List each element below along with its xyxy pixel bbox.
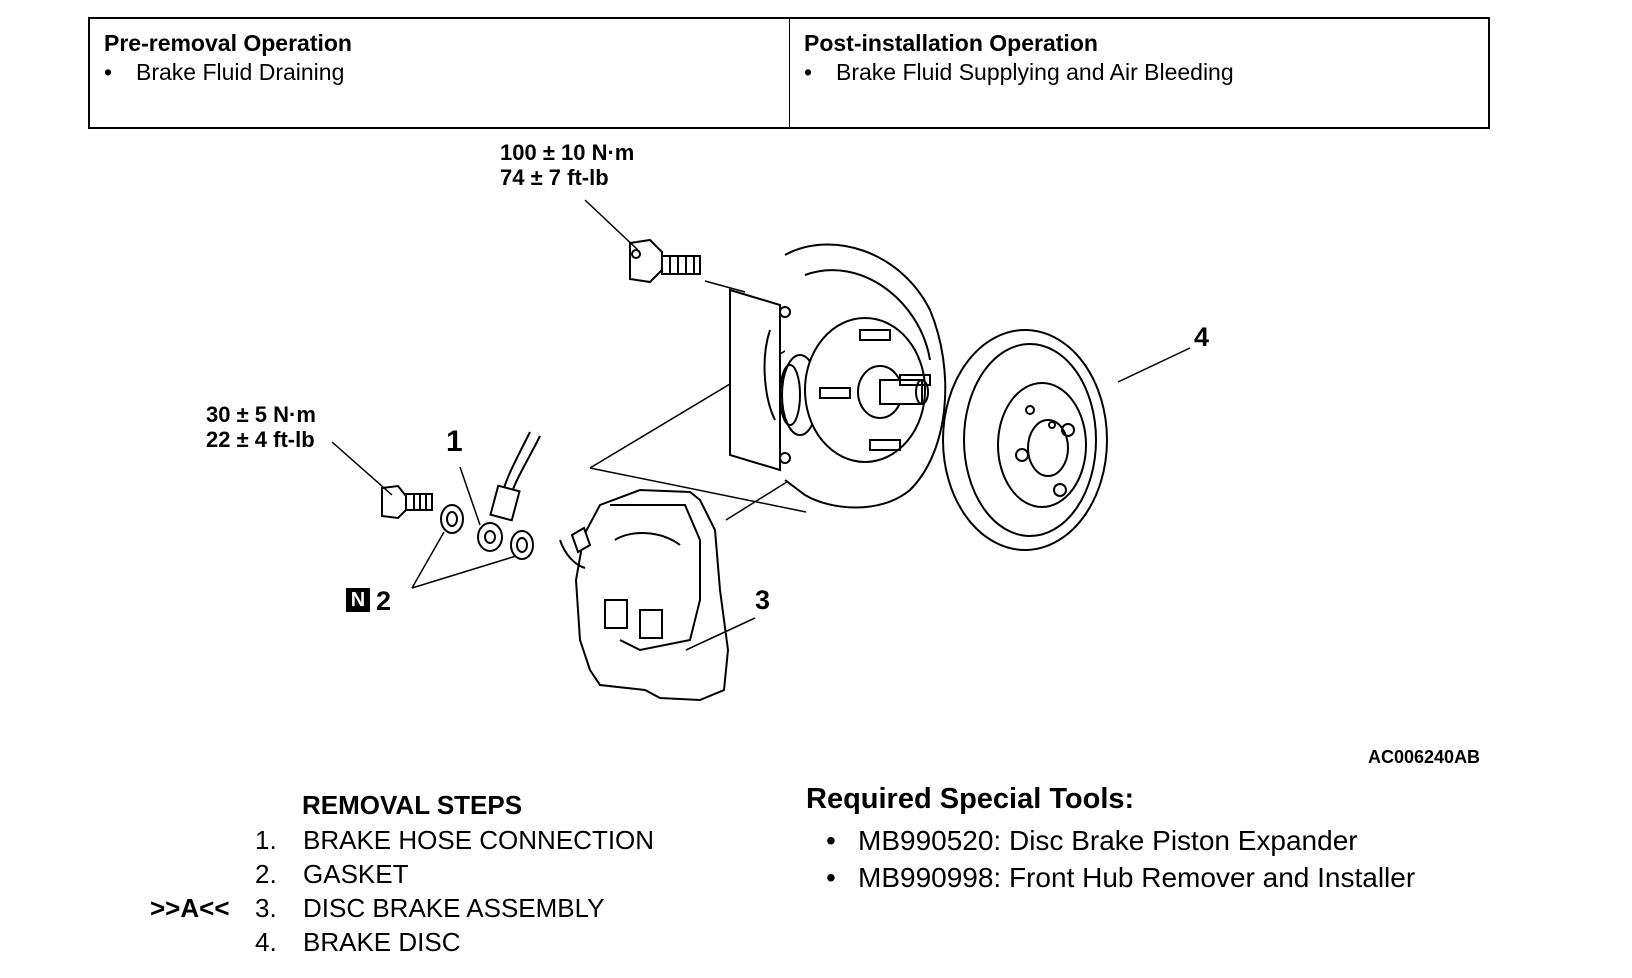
- operations-table: Pre-removal Operation • Brake Fluid Drain…: [88, 17, 1490, 129]
- banjo-bolt-drawing: [381, 484, 433, 520]
- brake-hose-drawing: [477, 431, 541, 552]
- removal-step: 4. BRAKE DISC: [150, 927, 461, 957]
- callout-1: 1: [446, 425, 463, 458]
- removal-step: 1. BRAKE HOSE CONNECTION: [150, 825, 654, 855]
- removal-steps-title: REMOVAL STEPS: [302, 790, 523, 820]
- post-installation-item: • Brake Fluid Supplying and Air Bleeding: [804, 57, 1488, 87]
- post-installation-item-text: Brake Fluid Supplying and Air Bleeding: [836, 59, 1234, 85]
- upper-torque-imperial: 74 ± 7 ft-lb: [500, 165, 609, 190]
- lower-torque-imperial: 22 ± 4 ft-lb: [206, 427, 315, 452]
- post-installation-column: Post-installation Operation • Brake Fluid…: [790, 19, 1488, 127]
- callout-3: 3: [755, 585, 771, 615]
- step-number: 2.: [255, 859, 277, 889]
- brake-disc-drawing: [942, 329, 1108, 551]
- step-label: DISC BRAKE ASSEMBLY: [303, 893, 605, 923]
- step-marker: >>A<<: [150, 893, 230, 923]
- special-tool-item: • MB990520: Disc Brake Piston Expander: [826, 824, 1358, 858]
- upper-torque-label: 100 ± 10 N·m 74 ± 7 ft-lb: [500, 140, 634, 190]
- pre-removal-column: Pre-removal Operation • Brake Fluid Drain…: [90, 19, 790, 127]
- figure-code: AC006240AB: [1368, 747, 1481, 767]
- step-label: GASKET: [303, 859, 409, 889]
- special-tool-item: • MB990998: Front Hub Remover and Install…: [826, 861, 1415, 895]
- step-label: BRAKE DISC: [303, 927, 461, 957]
- hub-drawing: [804, 317, 931, 463]
- step-label: BRAKE HOSE CONNECTION: [303, 825, 655, 855]
- lower-torque-label: 30 ± 5 N·m 22 ± 4 ft-lb: [206, 402, 316, 452]
- gasket-drawing: [440, 504, 464, 534]
- caliper-drawing: [559, 488, 730, 702]
- step-number: 1.: [255, 825, 277, 855]
- callout-4: 4: [1194, 322, 1210, 352]
- pre-removal-heading: Pre-removal Operation: [104, 30, 352, 56]
- lower-torque-metric: 30 ± 5 N·m: [206, 402, 316, 427]
- bullet-icon: •: [826, 825, 836, 856]
- n-badge: N: [346, 588, 370, 612]
- diagram-drawing: [331, 199, 1191, 702]
- gasket-drawing: [510, 530, 534, 560]
- bullet-icon: •: [104, 59, 113, 85]
- bullet-icon: •: [804, 59, 813, 85]
- removal-step: >>A<< 3. DISC BRAKE ASSEMBLY: [150, 893, 605, 923]
- post-installation-heading: Post-installation Operation: [804, 30, 1098, 56]
- exploded-diagram: 100 ± 10 N·m 74 ± 7 ft-lb 30 ± 5 N·m 22 …: [0, 130, 1632, 770]
- upper-torque-metric: 100 ± 10 N·m: [500, 140, 635, 165]
- step-number: 3.: [255, 893, 277, 923]
- removal-step: 2. GASKET: [150, 859, 408, 889]
- hub-bolt-drawing: [629, 238, 701, 284]
- special-tool-text: MB990520: Disc Brake Piston Expander: [858, 825, 1358, 856]
- special-tool-text: MB990998: Front Hub Remover and Installe…: [858, 862, 1416, 893]
- callout-2: 2: [376, 586, 392, 616]
- bullet-icon: •: [826, 862, 836, 893]
- pre-removal-item: • Brake Fluid Draining: [104, 57, 789, 87]
- special-tools-title: Required Special Tools:: [806, 783, 1135, 815]
- step-number: 4.: [255, 927, 277, 957]
- pre-removal-item-text: Brake Fluid Draining: [136, 59, 345, 85]
